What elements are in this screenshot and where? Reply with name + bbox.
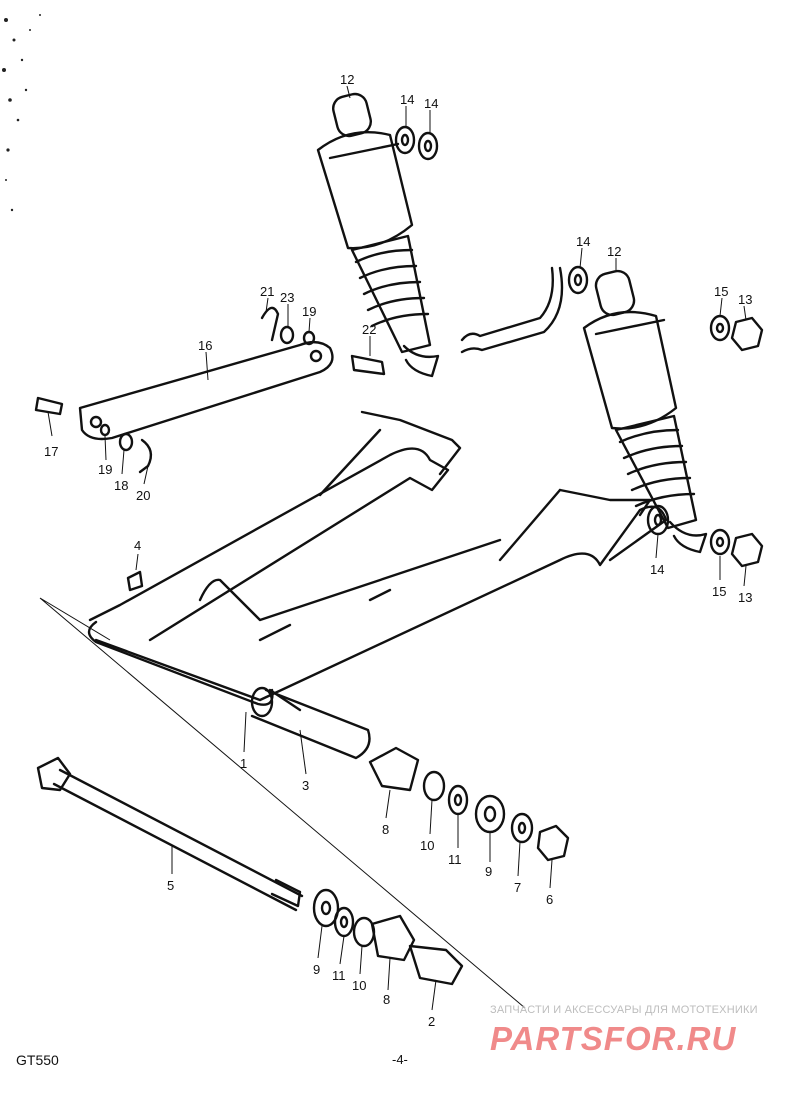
callout-17: 17 [44, 444, 58, 459]
model-code: GT550 [16, 1052, 59, 1068]
pivot-sleeve [250, 688, 371, 760]
callout-14: 14 [576, 234, 590, 249]
callout-19: 19 [302, 304, 316, 319]
callout-1: 1 [240, 756, 247, 771]
callout-4: 4 [134, 538, 141, 553]
callout-12: 12 [607, 244, 621, 259]
callout-3: 3 [302, 778, 309, 793]
callout-6: 6 [546, 892, 553, 907]
callout-2: 2 [428, 1014, 435, 1029]
watermark-logo: PARTSFOR.RU [490, 1020, 736, 1056]
callout-10: 10 [420, 838, 434, 853]
callout-8: 8 [383, 992, 390, 1007]
callout-10: 10 [352, 978, 366, 993]
pivot-bolt [36, 756, 304, 912]
callout-8: 8 [382, 822, 389, 837]
callout-16: 16 [198, 338, 212, 353]
perspective-guide-line [39, 597, 526, 1009]
brake-torque-link [34, 340, 334, 441]
callout-21: 21 [260, 284, 274, 299]
rear-shock-absorber-right [582, 269, 708, 554]
pivot-sleeve-end [250, 686, 274, 718]
callout-leader-lines [47, 85, 747, 1011]
svg-text:PARTSFOR.RU: PARTSFOR.RU [490, 1020, 736, 1056]
pivot-hardware-right [368, 746, 570, 862]
callout-11: 11 [448, 852, 462, 867]
callout-14: 14 [650, 562, 664, 577]
swing-arm [87, 410, 668, 712]
callout-20: 20 [136, 488, 150, 503]
callout-15: 15 [712, 584, 726, 599]
callout-22: 22 [362, 322, 376, 337]
rear-shock-absorber-left [316, 92, 440, 378]
callout-12: 12 [340, 72, 354, 87]
callout-9: 9 [485, 864, 492, 879]
scan-noise [2, 14, 41, 212]
callout-14: 14 [424, 96, 438, 111]
pivot-hardware-left [312, 888, 464, 986]
shock-washers-and-nuts [394, 125, 764, 568]
callout-19: 19 [98, 462, 112, 477]
callout-23: 23 [280, 290, 294, 305]
callout-11: 11 [332, 968, 346, 983]
callout-7: 7 [514, 880, 521, 895]
link-hardware [99, 306, 386, 474]
callout-13: 13 [738, 292, 752, 307]
callout-13: 13 [738, 590, 752, 605]
callout-15: 15 [714, 284, 728, 299]
callout-18: 18 [114, 478, 128, 493]
callout-9: 9 [313, 962, 320, 977]
callout-labels: 12 14 14 14 12 15 13 21 23 19 22 16 17 1… [44, 72, 752, 1029]
callout-14: 14 [400, 92, 414, 107]
brake-hose-bracket [460, 266, 564, 354]
watermark-tagline: ЗАПЧАСТИ И АКСЕССУАРЫ ДЛЯ МОТОТЕХНИКИ [490, 1004, 758, 1016]
callout-5: 5 [167, 878, 174, 893]
page-number: -4- [392, 1052, 408, 1067]
